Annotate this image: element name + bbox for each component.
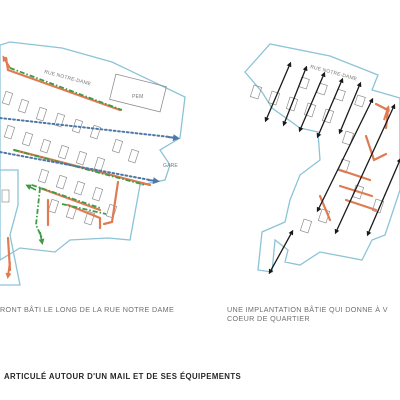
left-orange-arrow-top	[2, 55, 11, 69]
left-buildings	[1, 90, 140, 226]
left-site-spur	[0, 169, 21, 286]
bottom-title: ARTICULÉ AUTOUR D'UN MAIL ET DE SES ÉQUI…	[4, 372, 242, 381]
right-axes	[264, 61, 400, 275]
left-built-front-lines	[4, 56, 152, 272]
left-green-paths	[9, 67, 146, 239]
left-blue-connections	[0, 117, 171, 181]
left-pem-label: PEM	[132, 94, 143, 100]
left-caption-line1: RONT BÂTI LE LONG DE LA RUE NOTRE DAME	[0, 305, 175, 314]
right-street-label: RUE NOTRE-DAME	[309, 64, 358, 82]
right-site-plan: RUE NOTRE-DAME	[244, 43, 400, 275]
left-green-arrow-b	[38, 231, 45, 245]
right-buildings	[249, 76, 385, 234]
left-orange-arrow-bottom	[5, 261, 12, 279]
left-gare-label: GARE	[163, 163, 178, 169]
left-site-outline	[0, 41, 186, 261]
left-green-arrow-a	[25, 184, 37, 191]
left-blue-arrow-top	[167, 134, 180, 142]
right-caption-line1: UNE IMPLANTATION BÂTIE QUI DONNE À V	[227, 305, 388, 314]
left-caption: RONT BÂTI LE LONG DE LA RUE NOTRE DAME	[0, 305, 174, 314]
left-site-plan: RUE NOTRE-DAME PEM GARE	[0, 41, 186, 286]
left-pem-block	[109, 73, 167, 113]
right-caption-line2: COEUR DE QUARTIER	[227, 314, 310, 323]
left-blue-arrow-bottom	[147, 177, 160, 185]
right-caption: UNE IMPLANTATION BÂTIE QUI DONNE À V COE…	[227, 305, 388, 323]
